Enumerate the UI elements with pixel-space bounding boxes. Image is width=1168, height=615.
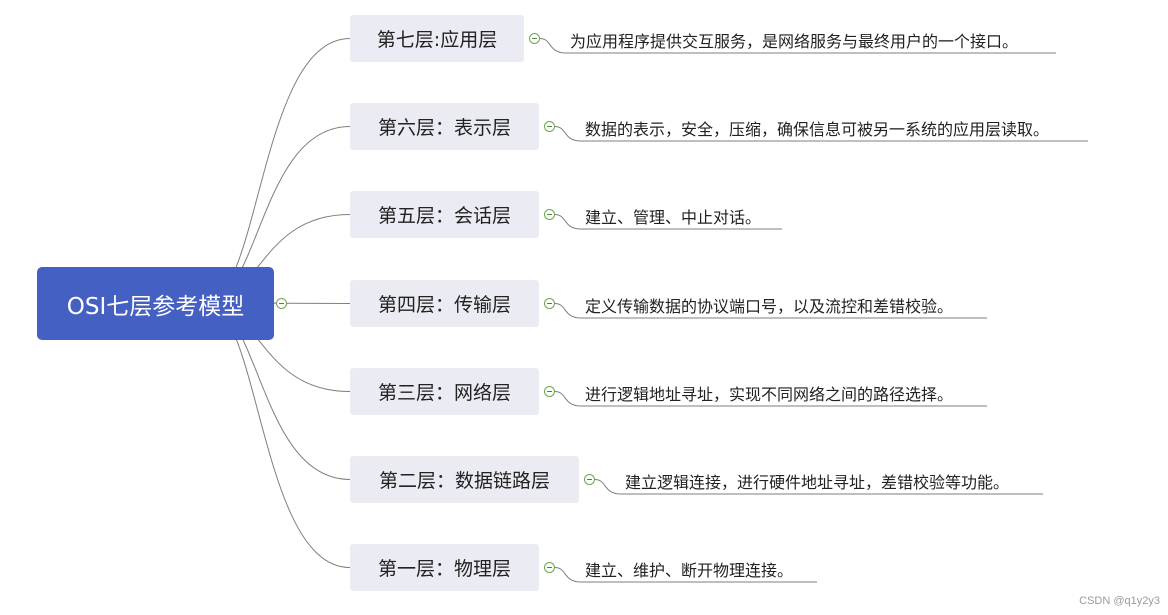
- minus-circle-icon[interactable]: [543, 386, 555, 397]
- layer-node-label: 第二层：数据链路层: [378, 470, 550, 492]
- layer-description: 定义传输数据的协议端口号，以及流控和差错校验。: [585, 297, 954, 316]
- layer-node-label: 第三层：网络层: [377, 382, 511, 404]
- branch-connector: [204, 302, 351, 568]
- minus-circle-icon[interactable]: [543, 562, 555, 573]
- minus-circle-icon[interactable]: [543, 209, 555, 220]
- layer-node[interactable]: 第二层：数据链路层: [350, 456, 579, 503]
- layer-node-label: 第一层：物理层: [377, 558, 511, 580]
- layer-node[interactable]: 第七层:应用层: [350, 15, 524, 62]
- root-node[interactable]: OSI七层参考模型: [37, 267, 274, 340]
- layer-description: 进行逻辑地址寻址，实现不同网络之间的路径选择。: [585, 385, 954, 404]
- layer-description: 为应用程序提供交互服务，是网络服务与最终用户的一个接口。: [570, 32, 1019, 51]
- layer-node-label: 第七层:应用层: [376, 29, 498, 51]
- layer-node[interactable]: 第三层：网络层: [350, 368, 539, 415]
- description-underline: [554, 214, 782, 230]
- layer-node-label: 第五层：会话层: [377, 205, 511, 227]
- branch-connector: [204, 38, 351, 304]
- description-underline: [554, 391, 987, 407]
- minus-circle-icon[interactable]: [543, 298, 555, 309]
- layer-description: 建立逻辑连接，进行硬件地址寻址，差错校验等功能。: [625, 473, 1010, 492]
- description-underline: [554, 126, 1088, 142]
- root-node-label: OSI七层参考模型: [66, 293, 245, 320]
- layer-node-label: 第四层：传输层: [377, 294, 511, 316]
- minus-circle-icon[interactable]: [583, 474, 595, 485]
- layer-node[interactable]: 第四层：传输层: [350, 280, 539, 327]
- layer-description: 数据的表示，安全，压缩，确保信息可被另一系统的应用层读取。: [585, 120, 1050, 139]
- layer-node-label: 第六层：表示层: [377, 117, 511, 139]
- layer-description: 建立、维护、断开物理连接。: [585, 561, 794, 580]
- minus-circle-icon[interactable]: [543, 121, 555, 132]
- minus-circle-icon[interactable]: [275, 297, 287, 309]
- layer-node[interactable]: 第六层：表示层: [350, 103, 539, 150]
- layer-description: 建立、管理、中止对话。: [585, 208, 762, 227]
- watermark: CSDN @q1y2y3: [1079, 595, 1160, 607]
- description-underline: [539, 38, 1056, 54]
- layer-node[interactable]: 第一层：物理层: [350, 544, 539, 591]
- description-underline: [554, 303, 987, 319]
- minus-circle-icon[interactable]: [528, 33, 540, 44]
- description-underline: [554, 567, 817, 583]
- layer-node[interactable]: 第五层：会话层: [350, 191, 539, 238]
- description-underline: [594, 479, 1043, 495]
